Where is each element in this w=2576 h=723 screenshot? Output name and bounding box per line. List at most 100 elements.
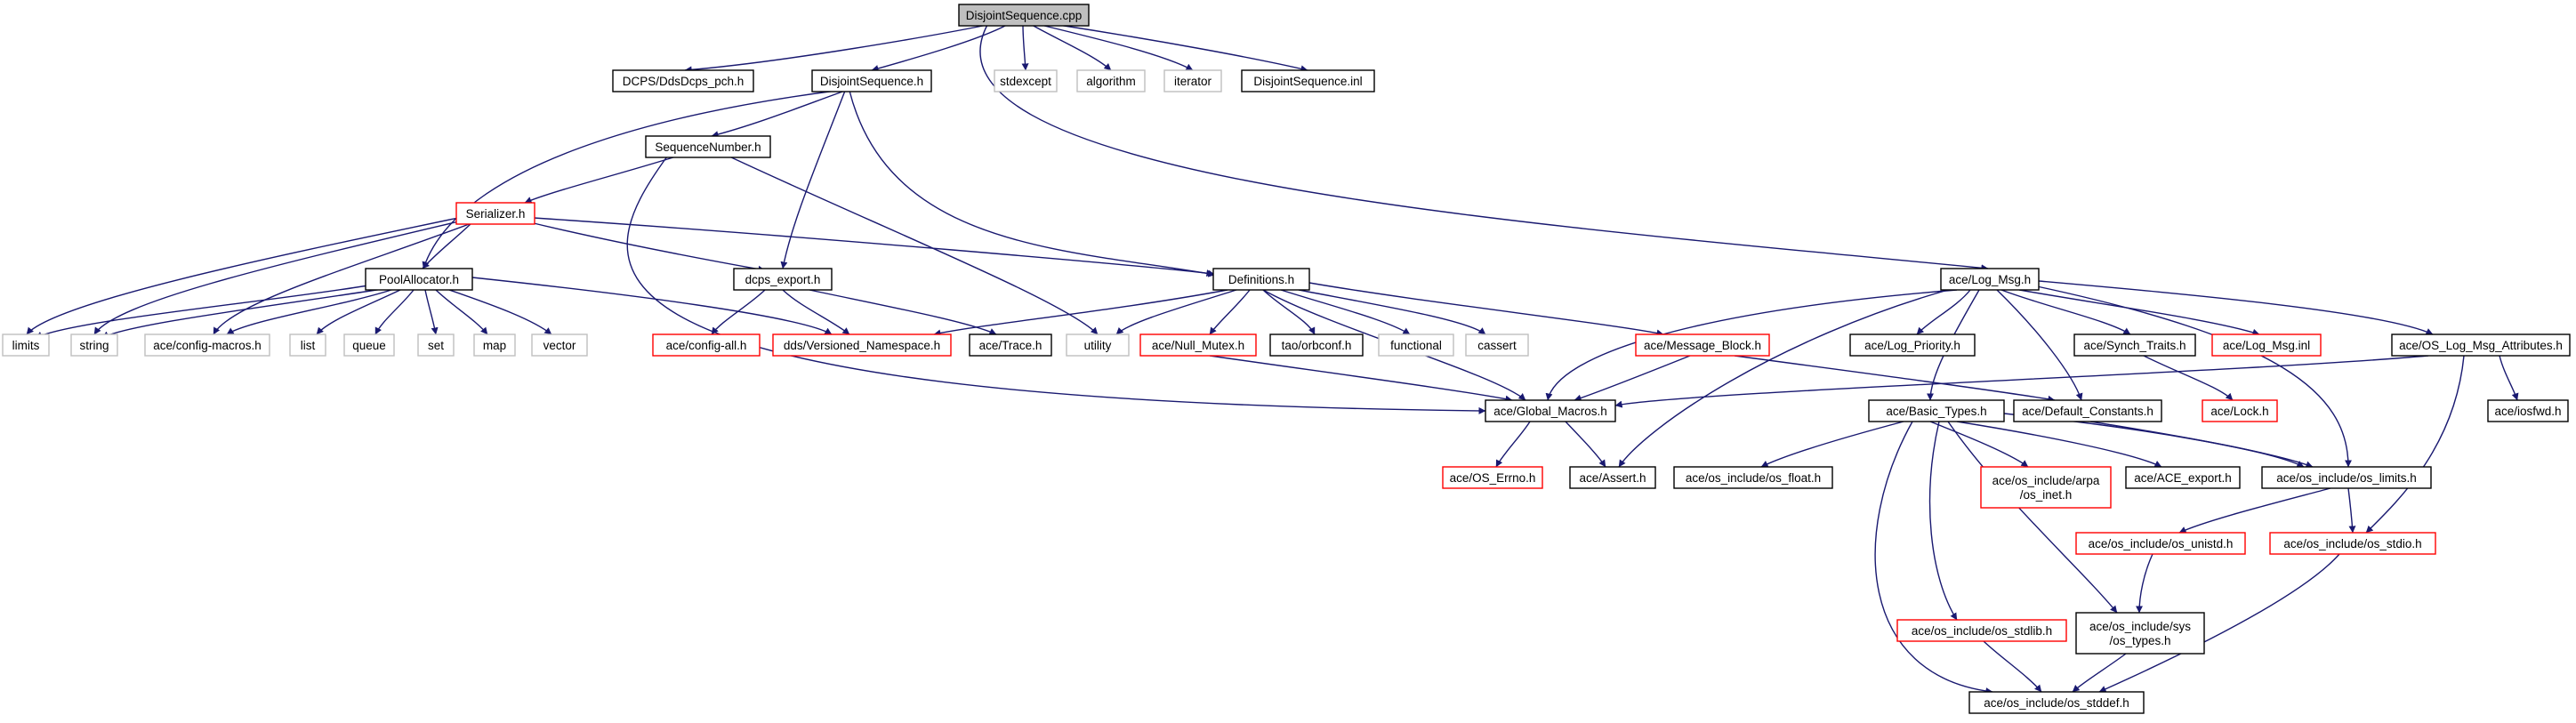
- dependency-edge: [1734, 355, 2056, 403]
- node-box: [289, 333, 326, 357]
- file-node[interactable]: ace/Message_Block.h: [1635, 333, 1770, 357]
- file-node[interactable]: DisjointSequence.inl: [1241, 69, 1375, 92]
- edge-line: [2098, 553, 2340, 693]
- file-node[interactable]: ace/Default_Constants.h: [2013, 399, 2162, 422]
- dependency-edge: [871, 24, 1008, 72]
- edge-line: [1996, 289, 2083, 401]
- edge-line: [871, 24, 1008, 72]
- node-box: [531, 333, 588, 357]
- file-node: stdexcept: [994, 69, 1058, 92]
- file-node[interactable]: DisjointSequence.h: [811, 69, 932, 92]
- file-node[interactable]: ace/ACE_export.h: [2125, 466, 2241, 489]
- file-node[interactable]: ace/os_include/os_stdlib.h: [1896, 619, 2067, 642]
- file-node[interactable]: ace/os_include/os_unistd.h: [2075, 532, 2246, 555]
- node-label: ace/Basic_Types.h: [1886, 405, 1986, 418]
- file-node[interactable]: tao/orbconf.h: [1269, 333, 1364, 357]
- node-box: [1980, 466, 2112, 509]
- dependency-edge: [1280, 289, 1411, 335]
- file-node[interactable]: ace/iosfwd.h: [2487, 399, 2569, 422]
- node-box: [1896, 619, 2067, 642]
- file-node[interactable]: ace/Assert.h: [1569, 466, 1656, 489]
- file-node[interactable]: ace/os_include/os_stdio.h: [2269, 532, 2436, 555]
- edge-line: [2018, 289, 2260, 336]
- dependency-edge: [2018, 289, 2260, 336]
- file-node[interactable]: ace/Global_Macros.h: [1485, 399, 1616, 422]
- file-node[interactable]: Definitions.h: [1212, 268, 1310, 291]
- file-node[interactable]: ace/os_include/sys/os_types.h: [2075, 612, 2205, 655]
- file-node: string: [70, 333, 118, 357]
- dependency-edge: [101, 288, 383, 339]
- node-box: [2125, 466, 2241, 489]
- file-node[interactable]: ace/os_include/arpa/os_inet.h: [1980, 466, 2112, 509]
- file-node[interactable]: ace/Null_Mutex.h: [1139, 333, 1257, 357]
- dependency-edge: [422, 222, 472, 269]
- edge-line: [2178, 487, 2331, 534]
- edge-line: [1760, 421, 1904, 468]
- dependency-edge: [1040, 24, 1194, 71]
- node-label: ace/Synch_Traits.h: [2083, 339, 2186, 352]
- file-node[interactable]: ace/os_include/os_float.h: [1673, 466, 1833, 489]
- node-box: [144, 333, 270, 357]
- edge-line: [1262, 289, 1316, 335]
- edge-line: [101, 288, 383, 339]
- root-file-node[interactable]: DisjointSequence.cpp: [958, 4, 1090, 27]
- edge-line: [2136, 553, 2153, 614]
- node-box: [1868, 399, 2005, 422]
- file-node[interactable]: ace/os_include/os_limits.h: [2261, 466, 2432, 489]
- node-box: [969, 333, 1052, 357]
- node-label: Serializer.h: [466, 207, 526, 221]
- edge-line: [424, 289, 439, 335]
- dependency-edge: [435, 289, 488, 335]
- dependency-edge: [2000, 289, 2131, 335]
- node-label: PoolAllocator.h: [379, 273, 459, 286]
- edge-line: [2347, 487, 2356, 534]
- file-node[interactable]: ace/os_include/os_stddef.h: [1968, 691, 2145, 714]
- file-node: ace/config-macros.h: [144, 333, 270, 357]
- edge-line: [780, 90, 846, 269]
- file-node[interactable]: Serializer.h: [455, 202, 535, 225]
- dependency-edge: [422, 90, 837, 269]
- dependency-edge: [1574, 355, 1691, 402]
- file-node[interactable]: ace/OS_Errno.h: [1442, 466, 1543, 489]
- node-label: ace/Log_Msg.inl: [2223, 339, 2310, 352]
- dependency-edge: [2036, 285, 2352, 468]
- dependency-edge: [729, 156, 1099, 335]
- file-node[interactable]: ace/config-all.h: [652, 333, 761, 357]
- dependency-edge: [524, 156, 677, 204]
- file-node[interactable]: DCPS/DdsDcps_pch.h: [612, 69, 754, 92]
- file-node: cassert: [1465, 333, 1529, 357]
- edge-line: [684, 24, 988, 74]
- file-node[interactable]: ace/OS_Log_Msg_Attributes.h: [2391, 333, 2571, 357]
- edge-line: [533, 222, 766, 273]
- dependency-edge: [1929, 421, 2029, 468]
- dependency-edge: [2136, 553, 2153, 614]
- edge-line: [1618, 289, 1949, 468]
- dependency-edge: [2178, 487, 2331, 534]
- file-node[interactable]: ace/Trace.h: [969, 333, 1052, 357]
- node-label: list: [301, 339, 316, 352]
- edge-line: [1916, 289, 1971, 335]
- dependency-edge: [2143, 355, 2234, 401]
- file-node[interactable]: ace/Basic_Types.h: [1868, 399, 2005, 422]
- edge-line: [626, 156, 1486, 414]
- file-node[interactable]: ace/Log_Priority.h: [1849, 333, 1976, 357]
- file-node[interactable]: ace/Lock.h: [2202, 399, 2278, 422]
- dependency-edge: [1956, 421, 2162, 468]
- file-node[interactable]: dds/Versioned_Namespace.h: [772, 333, 952, 357]
- file-node[interactable]: ace/Log_Msg.inl: [2211, 333, 2322, 357]
- file-node[interactable]: dcps_export.h: [733, 268, 833, 291]
- dependency-edge: [626, 156, 1486, 414]
- node-label: ace/Log_Msg.h: [1949, 273, 2031, 286]
- file-node[interactable]: ace/Log_Msg.h: [1940, 268, 2040, 291]
- edge-line: [1209, 355, 1513, 403]
- file-node[interactable]: ace/Synch_Traits.h: [2073, 333, 2196, 357]
- edge-line: [26, 217, 459, 335]
- dependency-edge: [933, 289, 1228, 337]
- file-node[interactable]: PoolAllocator.h: [365, 268, 473, 291]
- node-box: [2269, 532, 2436, 555]
- file-node[interactable]: SequenceNumber.h: [645, 135, 771, 158]
- node-box: [1163, 69, 1222, 92]
- dependency-edge: [1996, 289, 2083, 401]
- node-box: [958, 4, 1090, 27]
